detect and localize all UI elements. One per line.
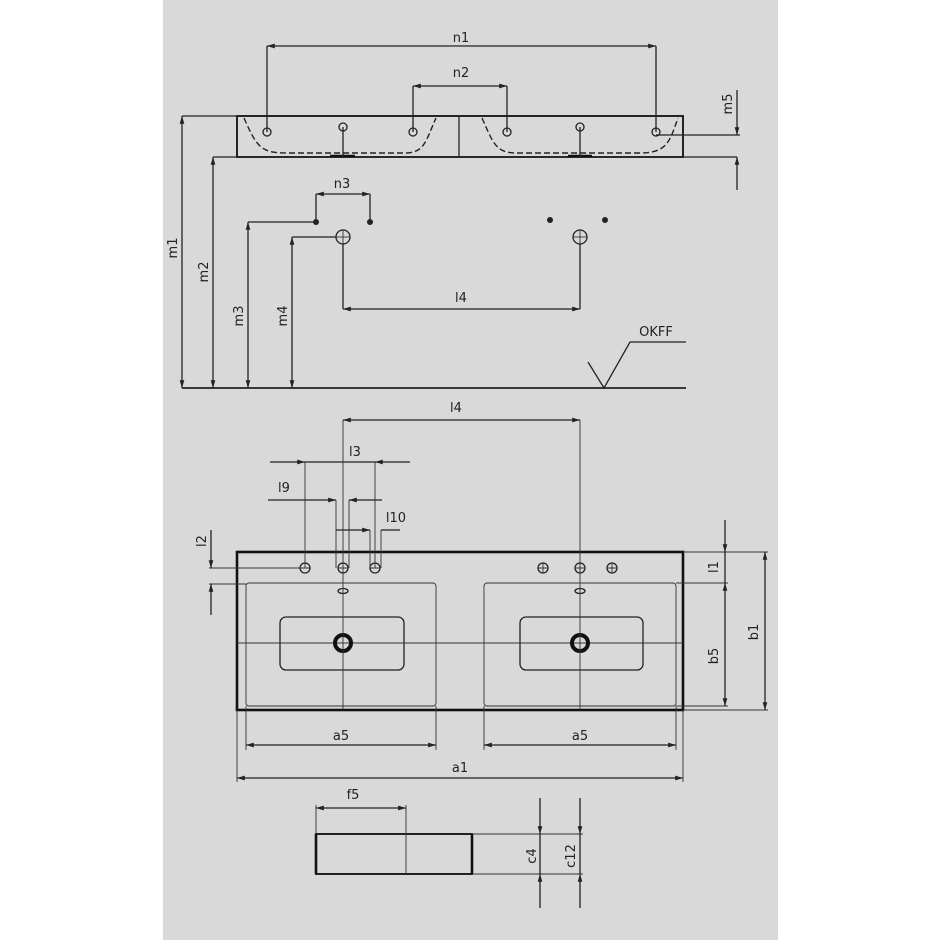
drawing-panel bbox=[163, 0, 778, 940]
dim-b5: b5 bbox=[707, 648, 722, 665]
dim-c4: c4 bbox=[525, 848, 540, 863]
dim-m2: m2 bbox=[197, 262, 212, 283]
okff-label: OKFF bbox=[639, 325, 673, 340]
dim-a1: a1 bbox=[452, 761, 468, 776]
dim-l4-plan: l4 bbox=[450, 401, 462, 416]
plan-view: l4 l3 l9 l10 l2 l1 b5 bbox=[195, 401, 768, 782]
dim-b1: b1 bbox=[747, 624, 762, 641]
dim-a5-left: a5 bbox=[333, 729, 349, 744]
dim-l9: l9 bbox=[278, 481, 290, 496]
dim-a5-right: a5 bbox=[572, 729, 588, 744]
dim-n2: n2 bbox=[453, 66, 470, 81]
elevation-view: n1 n2 m5 m1 m2 m3 m4 n3 l4 OK bbox=[166, 31, 740, 390]
dim-m4: m4 bbox=[276, 306, 291, 327]
dim-l4-elevation: l4 bbox=[455, 291, 467, 306]
dim-m5: m5 bbox=[721, 94, 736, 115]
dim-m1: m1 bbox=[166, 238, 181, 259]
dim-m3: m3 bbox=[232, 306, 247, 327]
dim-l10: l10 bbox=[386, 511, 406, 526]
section-view: f5 c4 c12 bbox=[314, 788, 583, 908]
dim-c12: c12 bbox=[564, 844, 579, 868]
dim-l3: l3 bbox=[349, 445, 361, 460]
dim-n3: n3 bbox=[334, 177, 351, 192]
overflow-holes bbox=[262, 122, 661, 157]
dim-l1: l1 bbox=[707, 561, 722, 573]
dim-l2: l2 bbox=[195, 535, 210, 547]
dim-n1: n1 bbox=[453, 31, 470, 46]
dim-f5: f5 bbox=[347, 788, 360, 803]
